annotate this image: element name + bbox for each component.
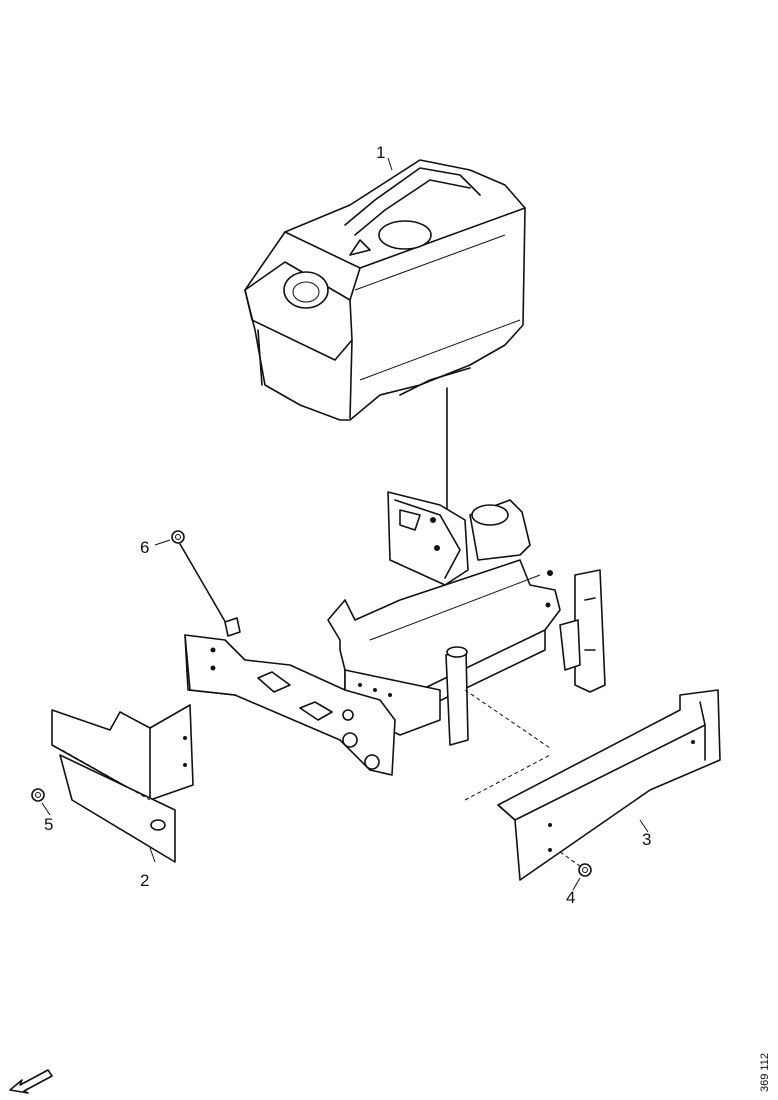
nut-part-4 [559,851,592,877]
callout-1: 1 [376,143,385,162]
callout-6: 6 [140,538,149,557]
tank-part [244,159,526,421]
frame-assembly [184,491,606,776]
callout-3: 3 [642,830,651,849]
callout-2: 2 [140,871,149,890]
callout-4: 4 [566,888,575,907]
bolt-part [171,530,241,637]
callout-5: 5 [44,815,53,834]
arrow-icon [9,1069,53,1094]
frame-dashed-leader [464,689,551,749]
left-bracket-part [51,704,194,863]
nut-part-5 [31,788,45,802]
reference-code: 369 112 [759,1053,771,1092]
right-bracket-part [464,689,721,881]
